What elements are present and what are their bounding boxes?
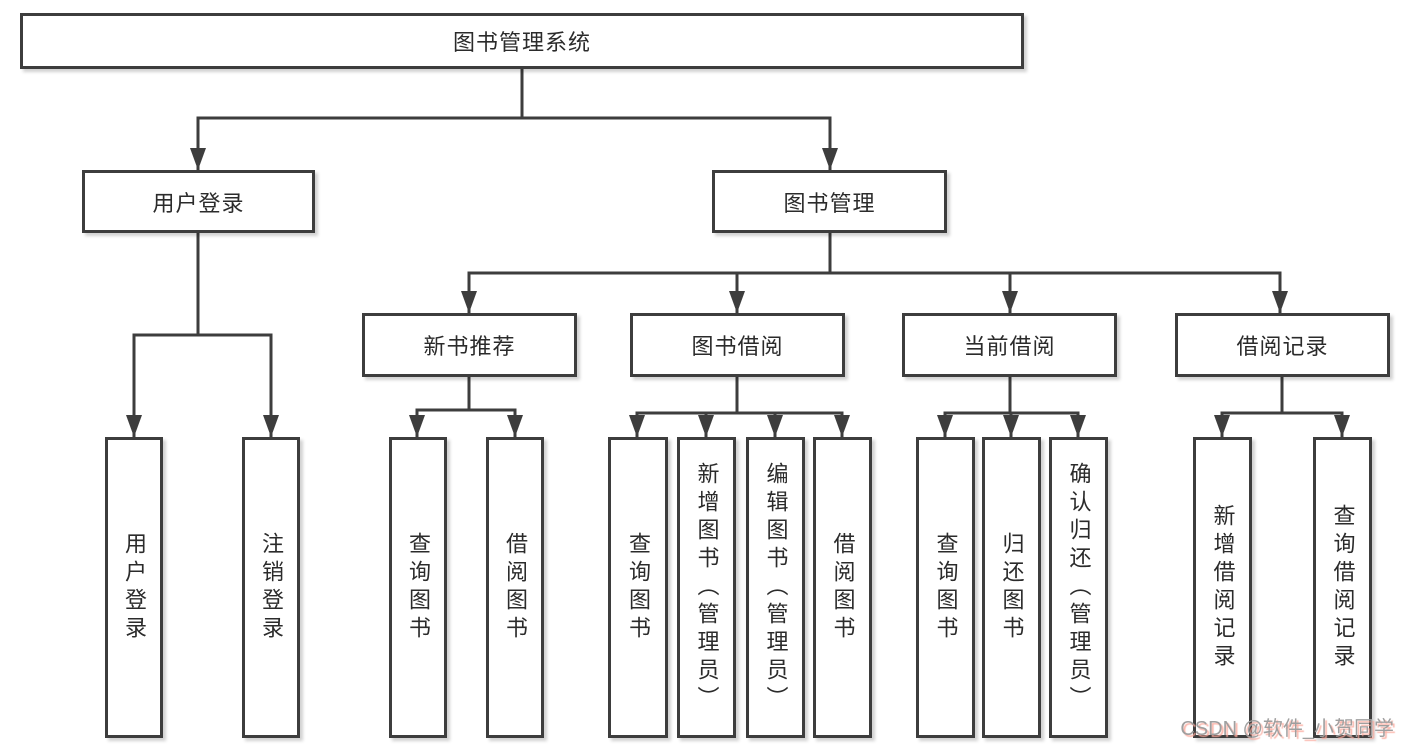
leaf-newbooks-borrow-books: 借阅图书	[486, 437, 544, 738]
node-user-login-label: 用户登录	[152, 190, 245, 216]
leaf-records-query-record-label: 查询借阅记录	[1330, 503, 1356, 672]
leaf-newbooks-query-books-label: 查询图书	[406, 531, 431, 644]
leaf-user-login: 用户登录	[105, 437, 163, 738]
node-current-borrowing: 当前借阅	[902, 313, 1117, 377]
leaf-borrowing-add-books-admin-label: 新增图书（管理员）	[694, 461, 720, 714]
leaf-borrowing-query-books-label: 查询图书	[626, 531, 651, 644]
node-borrowing-records-label: 借阅记录	[1236, 334, 1329, 359]
leaf-records-add-record-label: 新增借阅记录	[1210, 503, 1236, 672]
leaf-borrowing-borrow-books-label: 借阅图书	[830, 531, 856, 644]
leaf-current-query-books-label: 查询图书	[933, 531, 959, 644]
node-book-borrowing: 图书借阅	[630, 313, 845, 377]
node-root-system: 图书管理系统	[20, 13, 1024, 69]
leaf-borrowing-query-books: 查询图书	[608, 437, 668, 738]
leaf-borrowing-borrow-books: 借阅图书	[813, 437, 872, 738]
node-new-book-recommendation: 新书推荐	[362, 313, 577, 377]
leaf-borrowing-edit-books-admin: 编辑图书（管理员）	[746, 437, 805, 738]
node-user-login: 用户登录	[82, 170, 315, 233]
node-book-borrowing-label: 图书借阅	[691, 334, 784, 359]
node-book-management-label: 图书管理	[783, 190, 876, 216]
csdn-watermark: CSDN @软件_小贺同学	[1180, 718, 1394, 740]
node-current-borrowing-label: 当前借阅	[963, 334, 1056, 359]
node-borrowing-records: 借阅记录	[1175, 313, 1390, 377]
leaf-current-confirm-return-admin-label: 确认归还（管理员）	[1066, 461, 1092, 714]
leaf-newbooks-borrow-books-label: 借阅图书	[503, 531, 528, 644]
leaf-current-query-books: 查询图书	[916, 437, 975, 738]
leaf-newbooks-query-books: 查询图书	[389, 437, 447, 738]
leaf-current-confirm-return-admin: 确认归还（管理员）	[1049, 437, 1108, 738]
leaf-borrowing-add-books-admin: 新增图书（管理员）	[677, 437, 736, 738]
node-root-label: 图书管理系统	[452, 30, 591, 55]
leaf-logout: 注销登录	[242, 437, 300, 738]
leaf-borrowing-edit-books-admin-label: 编辑图书（管理员）	[763, 461, 789, 714]
node-new-book-recommendation-label: 新书推荐	[423, 334, 516, 359]
leaf-user-login-label: 用户登录	[122, 531, 147, 644]
leaf-records-add-record: 新增借阅记录	[1193, 437, 1252, 738]
node-book-management: 图书管理	[712, 170, 947, 233]
leaf-current-return-books-label: 归还图书	[999, 531, 1025, 644]
leaf-current-return-books: 归还图书	[982, 437, 1041, 738]
leaf-records-query-record: 查询借阅记录	[1313, 437, 1372, 738]
leaf-logout-label: 注销登录	[259, 531, 284, 644]
